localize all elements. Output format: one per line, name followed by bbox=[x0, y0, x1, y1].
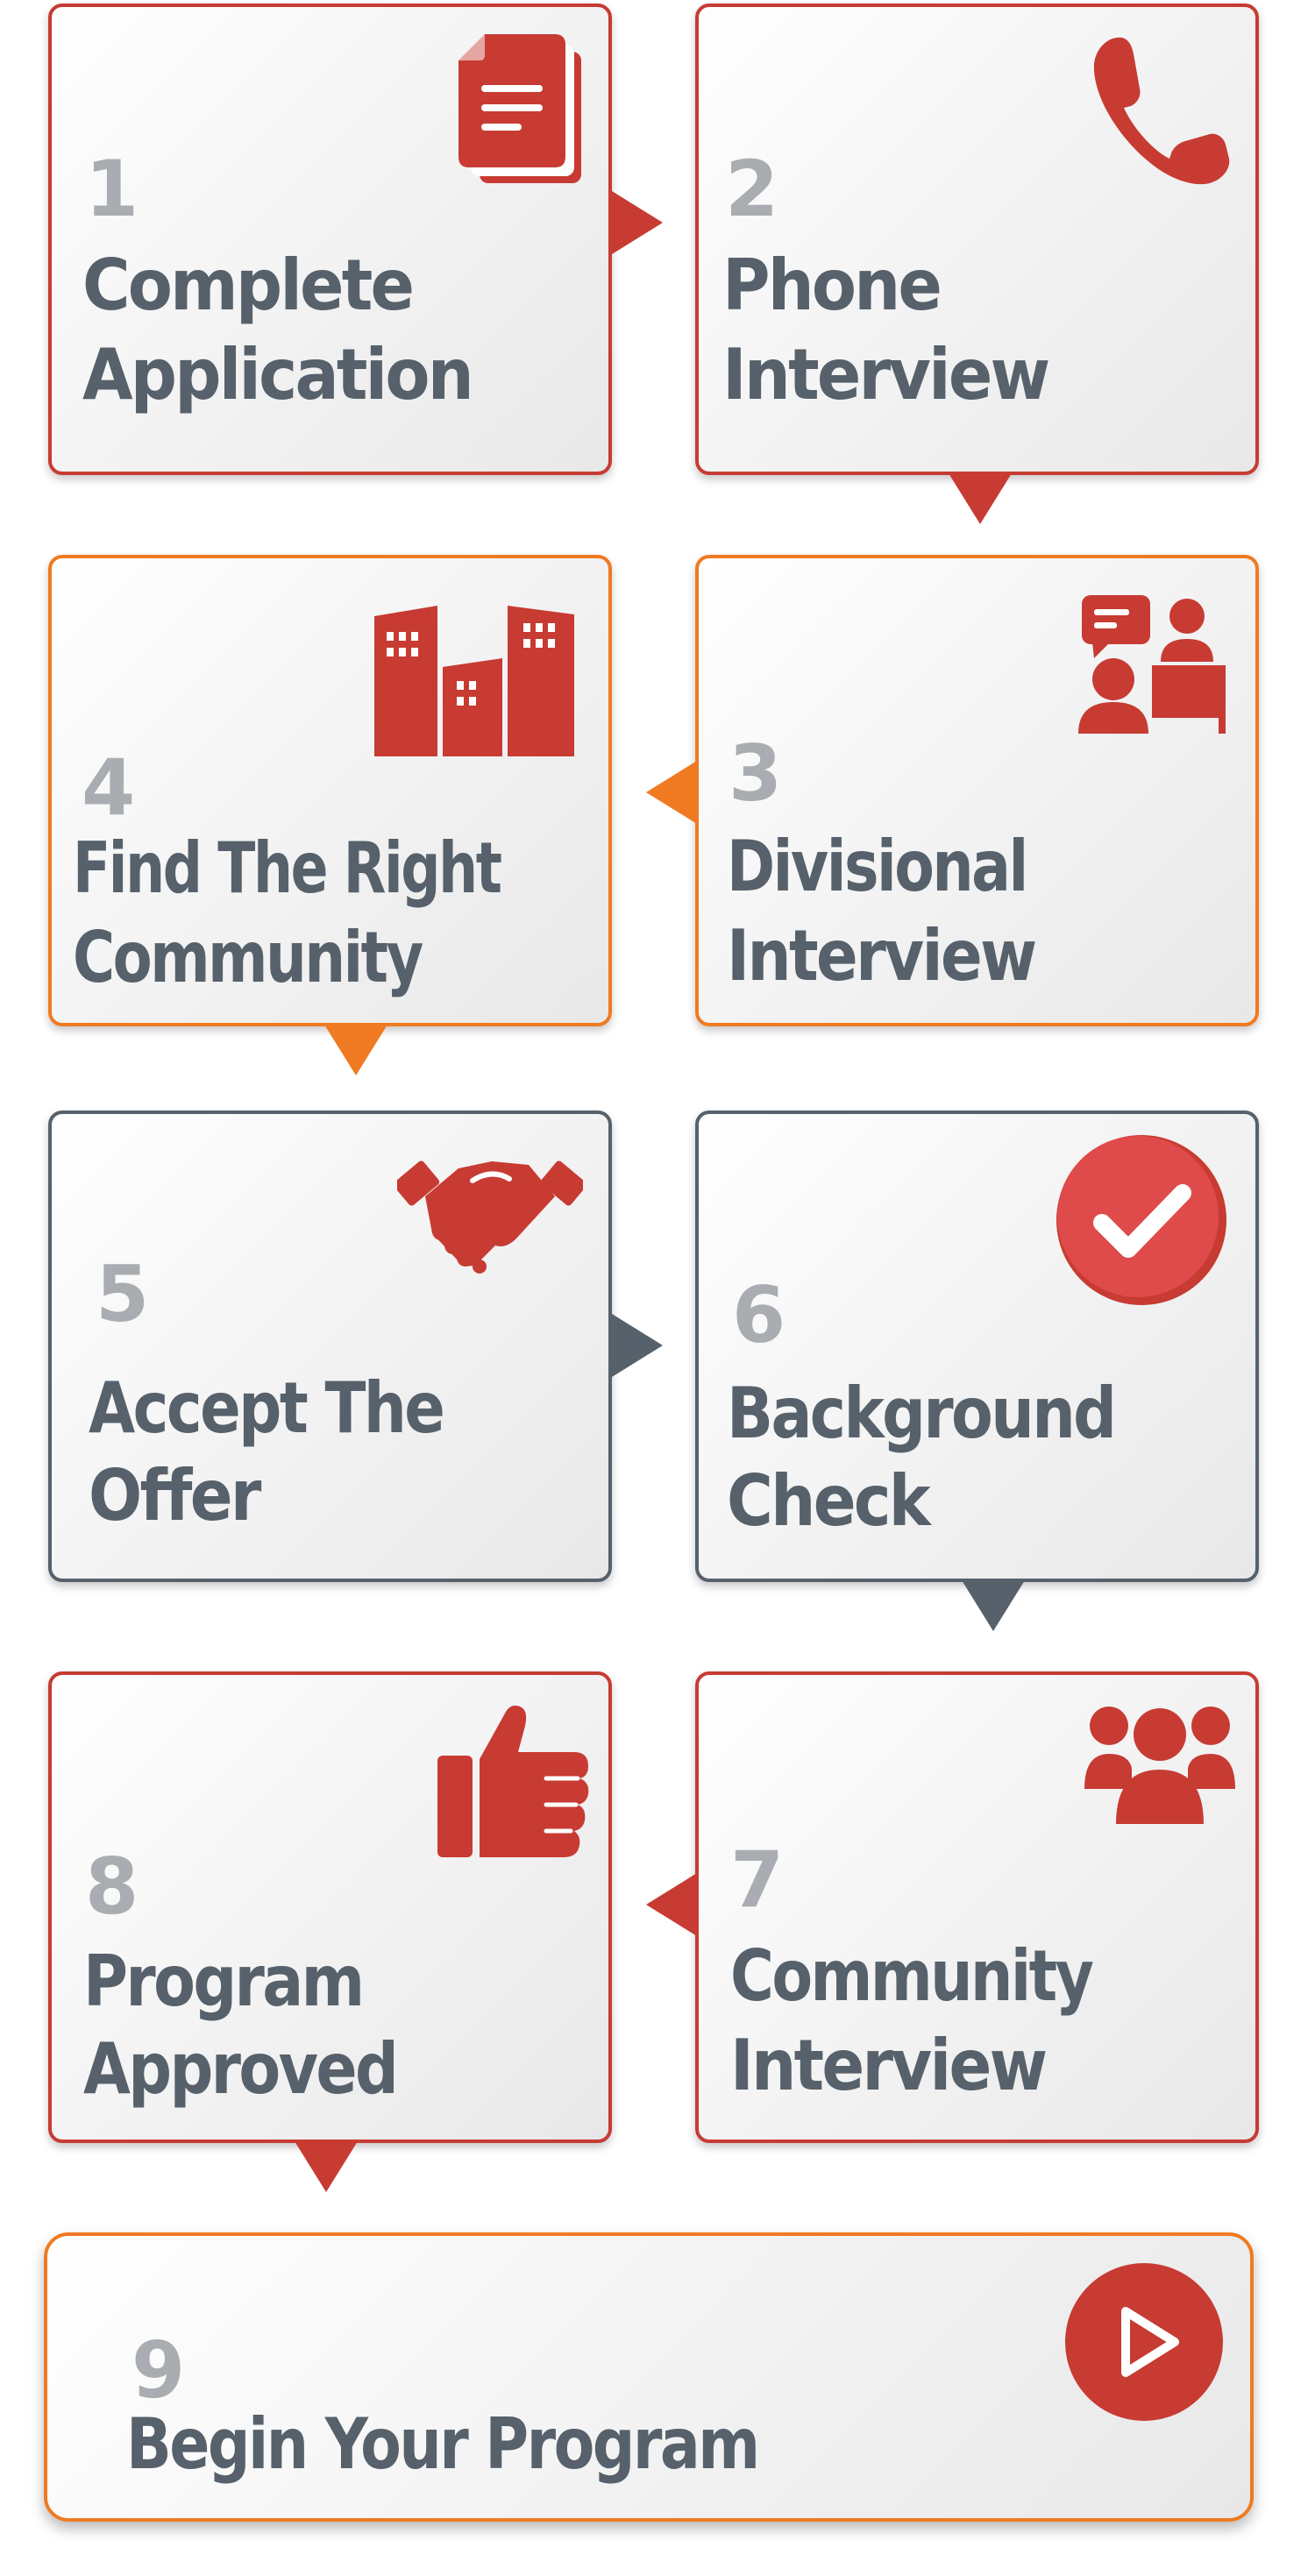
step-number: 8 bbox=[85, 1842, 139, 1932]
step-title-line1: Accept The bbox=[89, 1367, 445, 1449]
step-number: 3 bbox=[729, 728, 783, 819]
buildings-icon bbox=[374, 606, 578, 760]
step-number: 1 bbox=[85, 144, 139, 234]
step-title-line2: Offer bbox=[89, 1455, 261, 1536]
step-8-card: 8 Program Approved bbox=[48, 1671, 612, 2143]
step-title-line2: Approved bbox=[83, 2028, 399, 2110]
step-title-line2: Check bbox=[727, 1460, 931, 1542]
step-number: 5 bbox=[96, 1249, 150, 1339]
phone-icon bbox=[1087, 32, 1236, 194]
step-title-line2: Interview bbox=[727, 915, 1037, 997]
step-title-line2: Interview bbox=[730, 2025, 1048, 2106]
step-title-line1: Program bbox=[83, 1941, 365, 2022]
step-4-card: 4 Find The Right Community bbox=[48, 555, 612, 1026]
arrow-1-to-2 bbox=[612, 191, 663, 254]
arrow-6-to-7 bbox=[962, 1580, 1025, 1631]
step-1-card: 1 Complete Application bbox=[48, 4, 612, 475]
handshake-icon bbox=[393, 1142, 587, 1277]
step-number: 2 bbox=[725, 144, 779, 234]
step-title-line2: Interview bbox=[722, 334, 1050, 415]
step-5-card: 5 Accept The Offer bbox=[48, 1111, 612, 1582]
arrow-8-to-9 bbox=[295, 2141, 358, 2192]
step-title-line1: Complete bbox=[82, 245, 415, 326]
step-6-card: 6 Background Check bbox=[695, 1111, 1259, 1582]
step-number: 6 bbox=[732, 1270, 786, 1360]
arrow-2-to-3 bbox=[949, 473, 1012, 524]
step-2-card: 2 Phone Interview bbox=[695, 4, 1259, 475]
check-circle-icon bbox=[1055, 1133, 1228, 1310]
step-title-line2: Community bbox=[73, 917, 423, 998]
step-title-line2: Application bbox=[82, 334, 474, 415]
document-icon bbox=[458, 34, 583, 188]
thumbs-up-icon bbox=[437, 1703, 592, 1864]
arrow-3-to-4 bbox=[646, 761, 697, 824]
step-title-line1: Phone bbox=[722, 245, 942, 326]
play-button-icon bbox=[1064, 2262, 1224, 2425]
step-9-card: 9 Begin Your Program bbox=[44, 2232, 1254, 2522]
step-number: 9 bbox=[132, 2325, 186, 2416]
step-3-card: 3 Divisional Interview bbox=[695, 555, 1259, 1026]
group-icon bbox=[1084, 1701, 1235, 1827]
step-title-line1: Divisional bbox=[727, 826, 1028, 907]
step-number: 4 bbox=[82, 742, 136, 833]
arrow-5-to-6 bbox=[612, 1314, 663, 1377]
arrow-7-to-8 bbox=[646, 1873, 697, 1936]
step-title-line1: Find The Right bbox=[73, 827, 502, 909]
step-7-card: 7 Community Interview bbox=[695, 1671, 1259, 2143]
step-number: 7 bbox=[730, 1834, 785, 1925]
arrow-4-to-5 bbox=[324, 1025, 387, 1075]
interview-chat-icon bbox=[1078, 593, 1227, 737]
step-title-line1: Begin Your Program bbox=[126, 2403, 760, 2485]
step-title-line1: Community bbox=[730, 1935, 1094, 2017]
step-title-line1: Background bbox=[727, 1373, 1117, 1454]
